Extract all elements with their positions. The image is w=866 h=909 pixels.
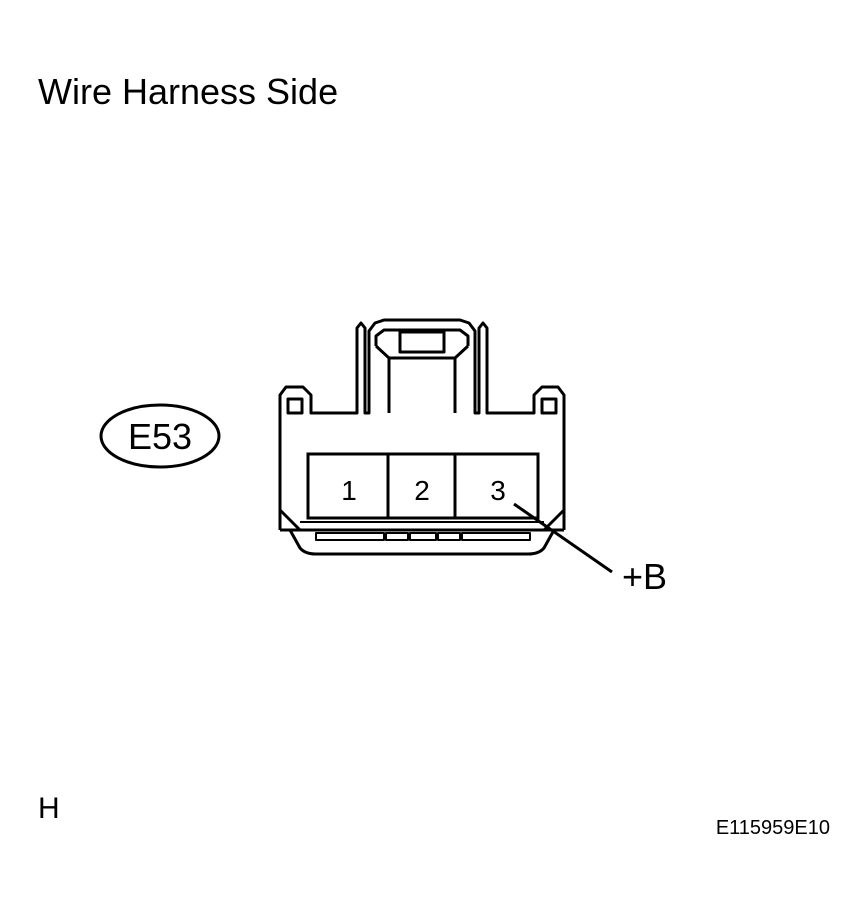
figure-id: E115959E10 [716,817,830,839]
terminal-label: +B [622,556,667,597]
diagram-title: Wire Harness Side [38,71,338,112]
connector-body [278,318,566,556]
pin-1-label: 1 [341,475,357,506]
section-code: H [38,792,60,825]
connector-code-oval [99,403,221,469]
connector-code: E53 [128,416,192,457]
terminal-leader-line [513,502,613,574]
pin-cavities [306,452,540,520]
pin-3-label: 3 [490,475,506,506]
pin-2-label: 2 [414,475,430,506]
